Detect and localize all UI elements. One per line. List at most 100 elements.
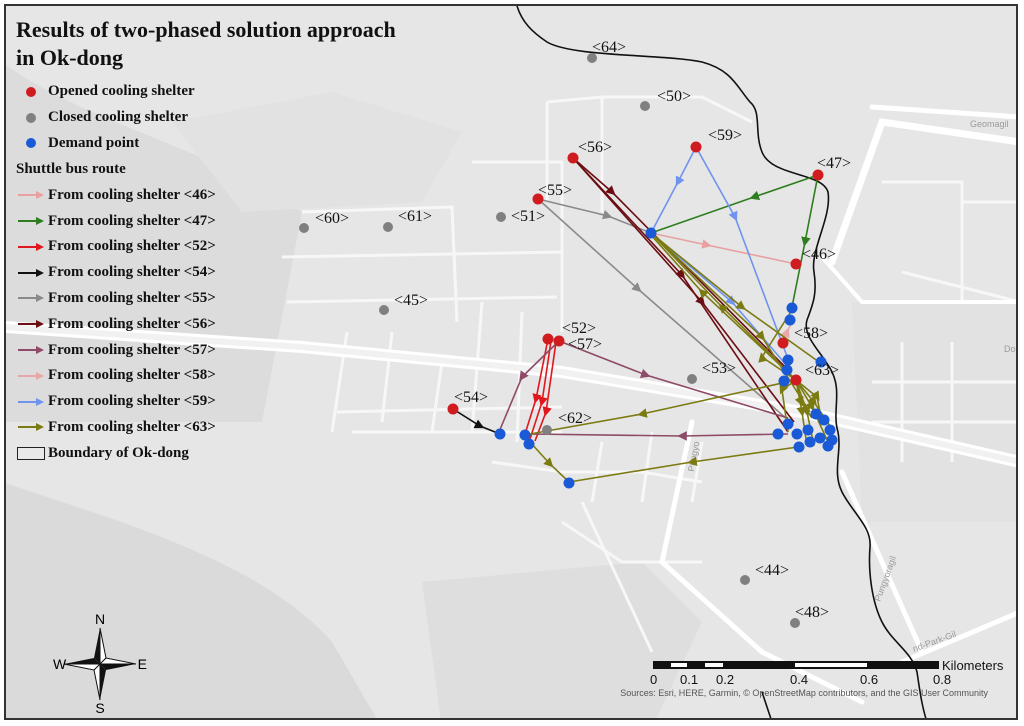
demand-point[interactable] [824, 424, 836, 436]
shelter-59-marker[interactable] [690, 141, 702, 153]
basemap: Geomagil Pungyo Pungyoragil nd-Park-Gil … [6, 6, 1016, 718]
shelter-44-label: <44> [755, 562, 789, 579]
demand-point[interactable] [804, 436, 816, 448]
demand-point[interactable] [772, 428, 784, 440]
route-57 [498, 340, 789, 441]
shelter-53-label: <53> [702, 360, 736, 377]
shelter-50-marker[interactable] [640, 101, 650, 111]
legend-route-label: From cooling shelter <46> [48, 186, 216, 203]
route-arrow-icon [18, 294, 44, 303]
legend-demand: Demand point [14, 131, 216, 157]
demand-point[interactable] [494, 428, 506, 440]
shelter-61-marker[interactable] [383, 222, 393, 232]
demand-point[interactable] [784, 314, 796, 326]
route-54 [452, 408, 501, 435]
scale-tick-0: 0 [650, 672, 658, 687]
scale-bar: Kilometers 0 0.1 0.2 0.4 0.6 0.8 [650, 658, 1016, 708]
legend-route-item: From cooling shelter <52> [14, 234, 216, 260]
route-56 [572, 157, 795, 433]
opened-shelter-swatch [26, 86, 36, 97]
shelter-57-label: <57> [568, 336, 602, 353]
demand-point[interactable] [791, 428, 803, 440]
legend-route-item: From cooling shelter <46> [14, 182, 216, 208]
demand-point[interactable] [810, 408, 822, 420]
shelter-56-marker[interactable] [567, 152, 579, 164]
demand-point[interactable] [645, 227, 657, 239]
shelter-62-marker[interactable] [542, 425, 552, 435]
scale-tick-1: 0.1 [680, 672, 699, 687]
shelter-45-marker[interactable] [379, 305, 389, 315]
demand-point[interactable] [782, 418, 794, 430]
legend-route-label: From cooling shelter <59> [48, 393, 216, 410]
shelter-51-marker[interactable] [496, 212, 506, 222]
legend-route-list: From cooling shelter <46> From cooling sh… [14, 182, 216, 440]
legend-route-item: From cooling shelter <54> [14, 260, 216, 286]
route-arrow-icon [18, 217, 44, 226]
demand-points [494, 227, 838, 489]
compass-n: N [95, 614, 105, 627]
demand-point[interactable] [802, 424, 814, 436]
legend-closed-label: Closed cooling shelter [48, 109, 188, 126]
boundary-swatch [17, 446, 45, 460]
route-arrow-icon [18, 242, 44, 251]
map-canvas[interactable]: Geomagil Pungyo Pungyoragil nd-Park-Gil … [6, 6, 1018, 720]
shelter-53-marker[interactable] [687, 374, 697, 384]
shelter-48-label: <48> [795, 604, 829, 621]
legend-route-item: From cooling shelter <55> [14, 286, 216, 312]
demand-point[interactable] [523, 438, 535, 450]
legend-route-label: From cooling shelter <58> [48, 367, 216, 384]
route-arrow-icon [18, 397, 44, 406]
shelter-48-marker[interactable] [790, 618, 800, 628]
shelter-58-label: <58> [794, 325, 828, 342]
shelter-54-marker[interactable] [447, 403, 459, 415]
demand-point[interactable] [519, 429, 531, 441]
legend-demand-label: Demand point [48, 134, 140, 151]
demand-point[interactable] [781, 364, 793, 376]
shelter-46-marker[interactable] [790, 258, 802, 270]
demand-point[interactable] [818, 414, 830, 426]
route-arrow-icon [18, 346, 44, 355]
shelter-55-marker[interactable] [532, 193, 544, 205]
legend-route-label: From cooling shelter <55> [48, 289, 216, 306]
legend-route-item: From cooling shelter <59> [14, 389, 216, 415]
north-arrow-icon: N S W E [53, 614, 147, 714]
shelter-63-label: <63> [805, 362, 839, 379]
demand-point[interactable] [815, 356, 827, 368]
demand-point[interactable] [793, 441, 805, 453]
demand-point[interactable] [782, 354, 794, 366]
shelter-63-marker[interactable] [790, 374, 802, 386]
legend-opened: Opened cooling shelter [14, 79, 216, 105]
closed-shelters [299, 53, 800, 628]
route-46 [650, 232, 797, 265]
shelter-52-marker[interactable] [542, 333, 554, 345]
map-title: Results of two-phased solution approach … [16, 16, 396, 72]
demand-point[interactable] [563, 477, 575, 489]
legend-route-item: From cooling shelter <56> [14, 311, 216, 337]
street-label-do: Do [1004, 344, 1016, 354]
shelter-60-marker[interactable] [299, 223, 309, 233]
shelter-44-marker[interactable] [740, 575, 750, 585]
shelter-60-label: <60> [315, 210, 349, 227]
route-arrow-icon [18, 423, 44, 432]
route-arrow-icon [18, 371, 44, 380]
attribution: Sources: Esri, HERE, Garmin, © OpenStree… [620, 688, 988, 698]
shelter-52-label: <52> [562, 320, 596, 337]
street-label-geomagil: Geomagil [970, 119, 1009, 129]
shelter-64-marker[interactable] [587, 53, 597, 63]
demand-point[interactable] [822, 440, 834, 452]
demand-point[interactable] [814, 432, 826, 444]
shelter-57-marker[interactable] [553, 335, 565, 347]
demand-point-swatch [26, 138, 36, 149]
map-title-line-1: Results of two-phased solution approach [16, 17, 396, 42]
demand-point[interactable] [786, 302, 798, 314]
shelter-45-label: <45> [394, 292, 428, 309]
shelter-58-marker[interactable] [777, 337, 789, 349]
shelter-55-label: <55> [538, 182, 572, 199]
legend-closed: Closed cooling shelter [14, 105, 216, 131]
demand-point[interactable] [778, 375, 790, 387]
compass-w: W [53, 656, 67, 672]
legend-route-item: From cooling shelter <47> [14, 208, 216, 234]
legend-route-item: From cooling shelter <57> [14, 337, 216, 363]
legend-route-label: From cooling shelter <52> [48, 238, 216, 255]
shelter-47-marker[interactable] [812, 169, 824, 181]
